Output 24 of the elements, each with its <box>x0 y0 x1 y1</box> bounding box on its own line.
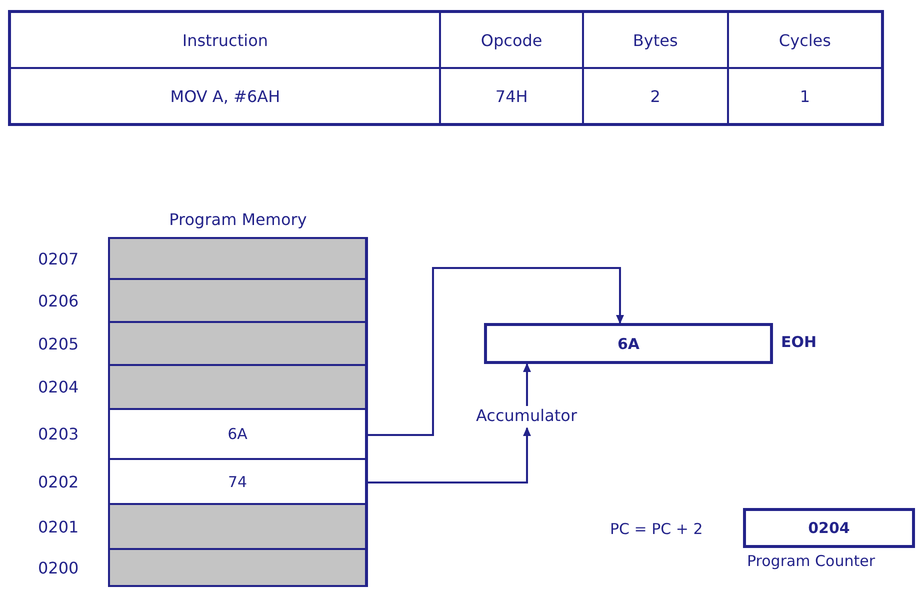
column-header: Bytes <box>582 12 728 68</box>
register-box <box>484 323 773 364</box>
address-label: EOH <box>781 333 817 351</box>
register-name: Program Counter <box>747 552 875 570</box>
register-box <box>743 508 915 548</box>
memory-address: 0201 <box>38 517 80 536</box>
arrow <box>368 267 624 436</box>
memory-address: 0205 <box>38 334 80 353</box>
memory-address: 0203 <box>38 424 80 444</box>
arrow <box>368 427 531 484</box>
column-header: Opcode <box>440 12 583 68</box>
cell-value: 6A <box>228 425 248 443</box>
register-value: 6A <box>617 334 640 352</box>
memory-address: 0206 <box>38 291 80 310</box>
memory-address: 0204 <box>38 378 80 396</box>
cell-value: 74 <box>228 472 248 490</box>
memory-heading: Program Memory <box>168 209 308 231</box>
column-header: Instruction <box>10 12 440 68</box>
memory-address: 0200 <box>38 558 80 577</box>
memory-address: 0202 <box>38 472 80 491</box>
register-value: 0204 <box>808 519 850 537</box>
memory-address: 0207 <box>38 249 80 268</box>
formula: PC = PC + 2 <box>610 520 703 538</box>
arrow <box>523 363 531 406</box>
